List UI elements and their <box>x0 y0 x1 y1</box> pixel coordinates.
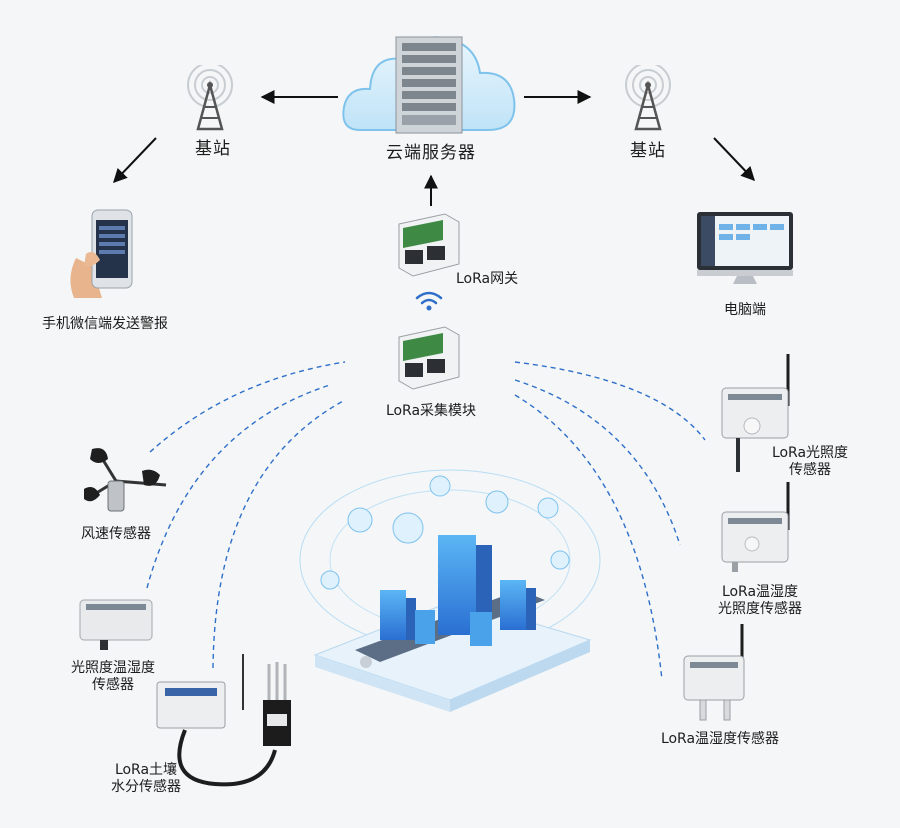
arrow-station-to-phone <box>113 137 157 184</box>
soil-probe-icon <box>156 654 291 787</box>
antenna-tower-icon <box>187 65 233 131</box>
lora-temp-humidity-label: LoRa温湿度传感器 <box>660 731 780 747</box>
lora-temp-humidity-light-label: LoRa温湿度 光照度传感器 <box>700 584 820 618</box>
light-temp-humidity-left-line1: 光照度温湿度 <box>71 660 155 676</box>
sensor-box-icon <box>721 354 790 472</box>
gateway-label: LoRa网关 <box>456 271 519 287</box>
lora-module-icon <box>398 213 460 277</box>
lora-light-line1: LoRa光照度 <box>771 445 849 461</box>
smart-city-illustration <box>299 469 601 712</box>
soil-moisture-line1: LoRa土壤 <box>114 762 178 778</box>
soil-moisture-line2: 水分传感器 <box>111 779 181 795</box>
arrow-station-to-pc <box>713 137 755 182</box>
radio-links <box>146 361 706 681</box>
lora-module-icon <box>398 326 460 390</box>
wind-sensor-label: 风速传感器 <box>81 526 151 542</box>
antenna-tower-icon <box>625 65 671 131</box>
lora-light-label: LoRa光照度 传感器 <box>760 445 860 479</box>
light-temp-humidity-left-label: 光照度温湿度 传感器 <box>48 660 178 694</box>
soil-moisture-label: LoRa土壤 水分传感器 <box>96 762 196 796</box>
phone-alarm-label: 手机微信端发送警报 <box>42 316 168 332</box>
lora-temp-humidity-light-line1: LoRa温湿度 <box>721 584 799 600</box>
sensor-box-icon <box>79 599 153 650</box>
base-station-right-label: 基站 <box>630 141 666 161</box>
lora-temp-humidity-light-line2: 光照度传感器 <box>718 601 802 617</box>
cloud-server-icon <box>342 36 516 134</box>
cloud-server-label: 云端服务器 <box>386 143 476 163</box>
lora-light-line2: 传感器 <box>789 462 831 478</box>
smartphone-icon <box>70 209 133 298</box>
base-station-left-label: 基站 <box>195 139 231 159</box>
sensor-box-icon <box>721 482 790 572</box>
wifi-signal-icon <box>415 291 443 311</box>
light-temp-humidity-left-line2: 传感器 <box>92 677 134 693</box>
pc-terminal-label: 电脑端 <box>724 302 766 318</box>
desktop-monitor-icon <box>697 212 793 284</box>
sensor-box-icon <box>683 624 745 721</box>
anemometer-icon <box>84 448 167 512</box>
collector-label: LoRa采集模块 <box>385 403 477 419</box>
